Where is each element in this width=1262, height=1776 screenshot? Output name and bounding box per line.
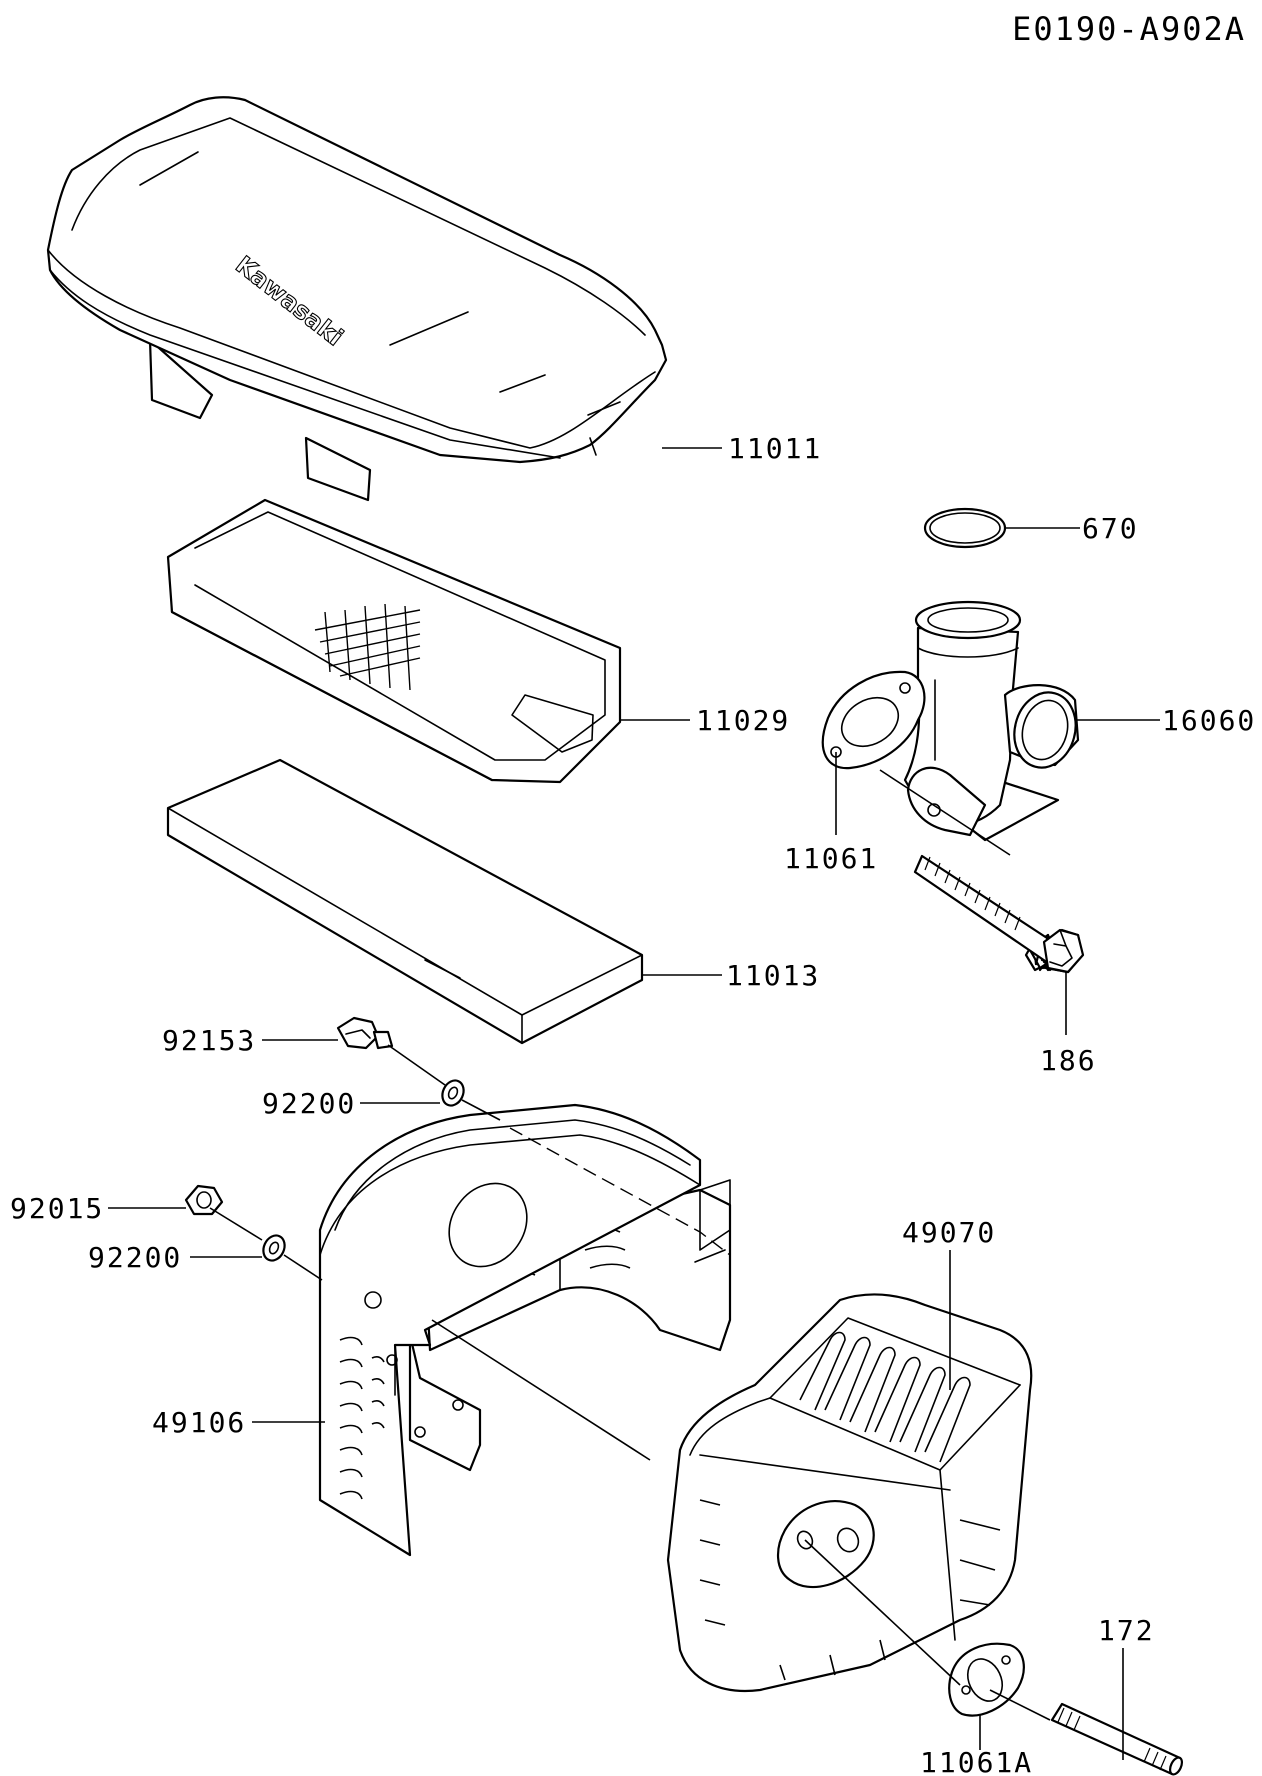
flange-nut bbox=[184, 1184, 224, 1216]
guard-slots bbox=[339, 1336, 385, 1500]
assembly-lines bbox=[209, 769, 1051, 1721]
callout-172: 172 bbox=[1098, 1614, 1155, 1647]
callout-92200-lower: 92200 bbox=[88, 1241, 182, 1274]
muffler-guard bbox=[318, 1103, 732, 1557]
callout-11061A: 11061A bbox=[920, 1746, 1033, 1776]
callout-92153: 92153 bbox=[162, 1024, 256, 1057]
muffler-fins bbox=[699, 1331, 1001, 1681]
pre-cleaner bbox=[166, 758, 644, 1045]
callout-16060: 16060 bbox=[1162, 704, 1256, 737]
washer-lower bbox=[262, 1234, 286, 1262]
callout-labels: 11011 670 16060 11029 11061 11013 186 92… bbox=[10, 432, 1256, 1776]
callout-92200-upper: 92200 bbox=[262, 1087, 356, 1120]
callout-92015: 92015 bbox=[10, 1192, 104, 1225]
washer-upper bbox=[441, 1079, 465, 1107]
callout-186: 186 bbox=[1040, 1044, 1097, 1077]
diagram-code: E0190-A902A bbox=[1012, 10, 1246, 48]
callout-49070: 49070 bbox=[902, 1216, 996, 1249]
flange-bolt bbox=[336, 1016, 394, 1050]
muffler-gasket bbox=[948, 1642, 1025, 1717]
muffler bbox=[666, 1293, 1033, 1692]
callout-11011: 11011 bbox=[728, 432, 822, 465]
callout-49106: 49106 bbox=[152, 1406, 246, 1439]
stud-bolt bbox=[1050, 1702, 1184, 1776]
bolt-186-thread-rod bbox=[913, 854, 1053, 967]
callout-11061: 11061 bbox=[784, 842, 878, 875]
bolt-186-head bbox=[1042, 928, 1085, 974]
filter-mesh bbox=[314, 603, 421, 691]
intake-elbow bbox=[903, 600, 1080, 842]
callout-670: 670 bbox=[1082, 512, 1139, 545]
air-filter-element bbox=[166, 498, 622, 784]
air-cleaner-cover: Kawasaki bbox=[46, 96, 668, 502]
leader-lines bbox=[108, 447, 1160, 1760]
callout-11029: 11029 bbox=[696, 704, 790, 737]
o-ring bbox=[923, 507, 1007, 549]
elbow-gasket bbox=[821, 670, 926, 770]
callout-11013: 11013 bbox=[726, 959, 820, 992]
